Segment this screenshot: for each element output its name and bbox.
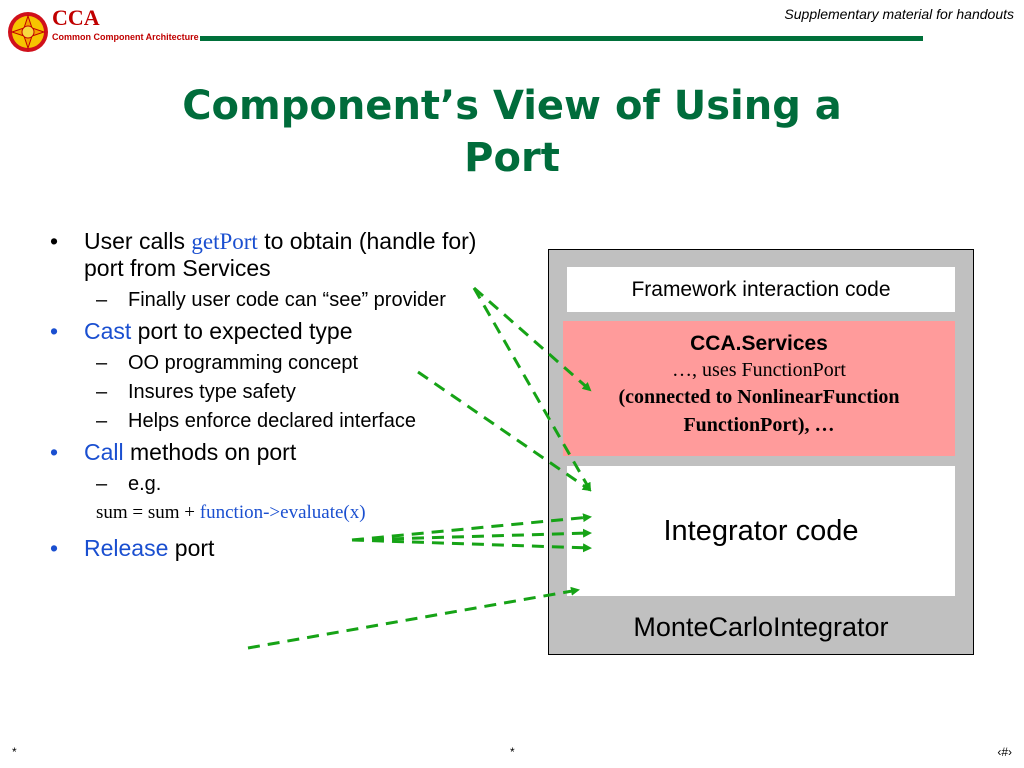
title-line-1: Component’s View of Using a	[182, 83, 842, 129]
sub-bullet: – e.g.	[50, 472, 480, 496]
framework-code-box: Framework interaction code	[567, 267, 955, 312]
dash-marker: –	[96, 381, 108, 403]
bullet-getport: • User calls getPort to obtain (handle f…	[50, 228, 480, 282]
footer-left: *	[12, 745, 17, 759]
dash-marker: –	[96, 410, 108, 432]
cast-keyword: Cast	[84, 318, 132, 344]
bullet-text: User calls	[84, 228, 192, 254]
cca-services-box: CCA.Services …, uses FunctionPort (conne…	[563, 321, 955, 456]
arrow-release	[247, 586, 580, 650]
slide-title: Component’s View of Using a Port	[0, 80, 1024, 184]
services-connection-line: (connected to NonlinearFunction Function…	[563, 383, 955, 439]
slide-number: ‹#›	[997, 745, 1012, 759]
header-note: Supplementary material for handouts	[784, 6, 1014, 22]
sub-bullet-text: Finally user code can “see” provider	[128, 289, 446, 311]
container-label: MonteCarloIntegrator	[633, 612, 889, 642]
services-uses-line: …, uses FunctionPort	[672, 359, 846, 381]
cca-logo-icon	[8, 12, 48, 52]
title-line-2: Port	[464, 135, 560, 181]
dash-marker: –	[96, 352, 108, 374]
getport-keyword: getPort	[191, 229, 258, 254]
sub-bullet-text: OO programming concept	[128, 352, 359, 374]
bullet-text: port	[168, 535, 215, 561]
bullet-release: • Release port	[50, 535, 480, 562]
sub-bullet: – OO programming concept	[50, 351, 480, 375]
bullet-list: • User calls getPort to obtain (handle f…	[50, 228, 480, 568]
release-keyword: Release	[84, 535, 169, 561]
bullet-marker: •	[50, 318, 59, 344]
call-keyword: Call	[84, 439, 124, 465]
integrator-code-box: Integrator code	[567, 466, 955, 596]
footer-center: *	[510, 745, 515, 759]
sub-bullet: – Insures type safety	[50, 380, 480, 404]
dash-marker: –	[96, 473, 108, 495]
services-connection-text: FunctionPort), …	[683, 414, 835, 436]
services-connection-text: (connected to NonlinearFunction	[618, 386, 900, 408]
code-text: sum = sum +	[96, 502, 200, 523]
bullet-cast: • Cast port to expected type	[50, 318, 480, 345]
sub-bullet: – Helps enforce declared interface	[50, 409, 480, 433]
bullet-call: • Call methods on port	[50, 439, 480, 466]
bullet-marker: •	[50, 228, 59, 254]
bullet-text: to obtain (handle for) port from Service…	[84, 228, 477, 281]
sub-bullet: – Finally user code can “see” provider	[50, 288, 480, 312]
header-rule	[200, 36, 923, 41]
bullet-marker: •	[50, 439, 59, 465]
sub-bullet-text: Helps enforce declared interface	[128, 410, 416, 432]
bullet-text: methods on port	[123, 439, 297, 465]
code-example: sum = sum + function->evaluate(x)	[50, 501, 480, 525]
sub-bullet-text: Insures type safety	[128, 381, 296, 403]
sub-bullet-text: e.g.	[128, 473, 162, 495]
code-function-call: function->evaluate(x)	[199, 502, 366, 523]
dash-marker: –	[96, 289, 108, 311]
logo-subtitle: Common Component Architecture	[52, 32, 199, 42]
logo-text: CCA	[52, 5, 100, 30]
bullet-text: port to expected type	[131, 318, 353, 344]
services-title: CCA.Services	[690, 332, 828, 355]
bullet-marker: •	[50, 535, 59, 561]
